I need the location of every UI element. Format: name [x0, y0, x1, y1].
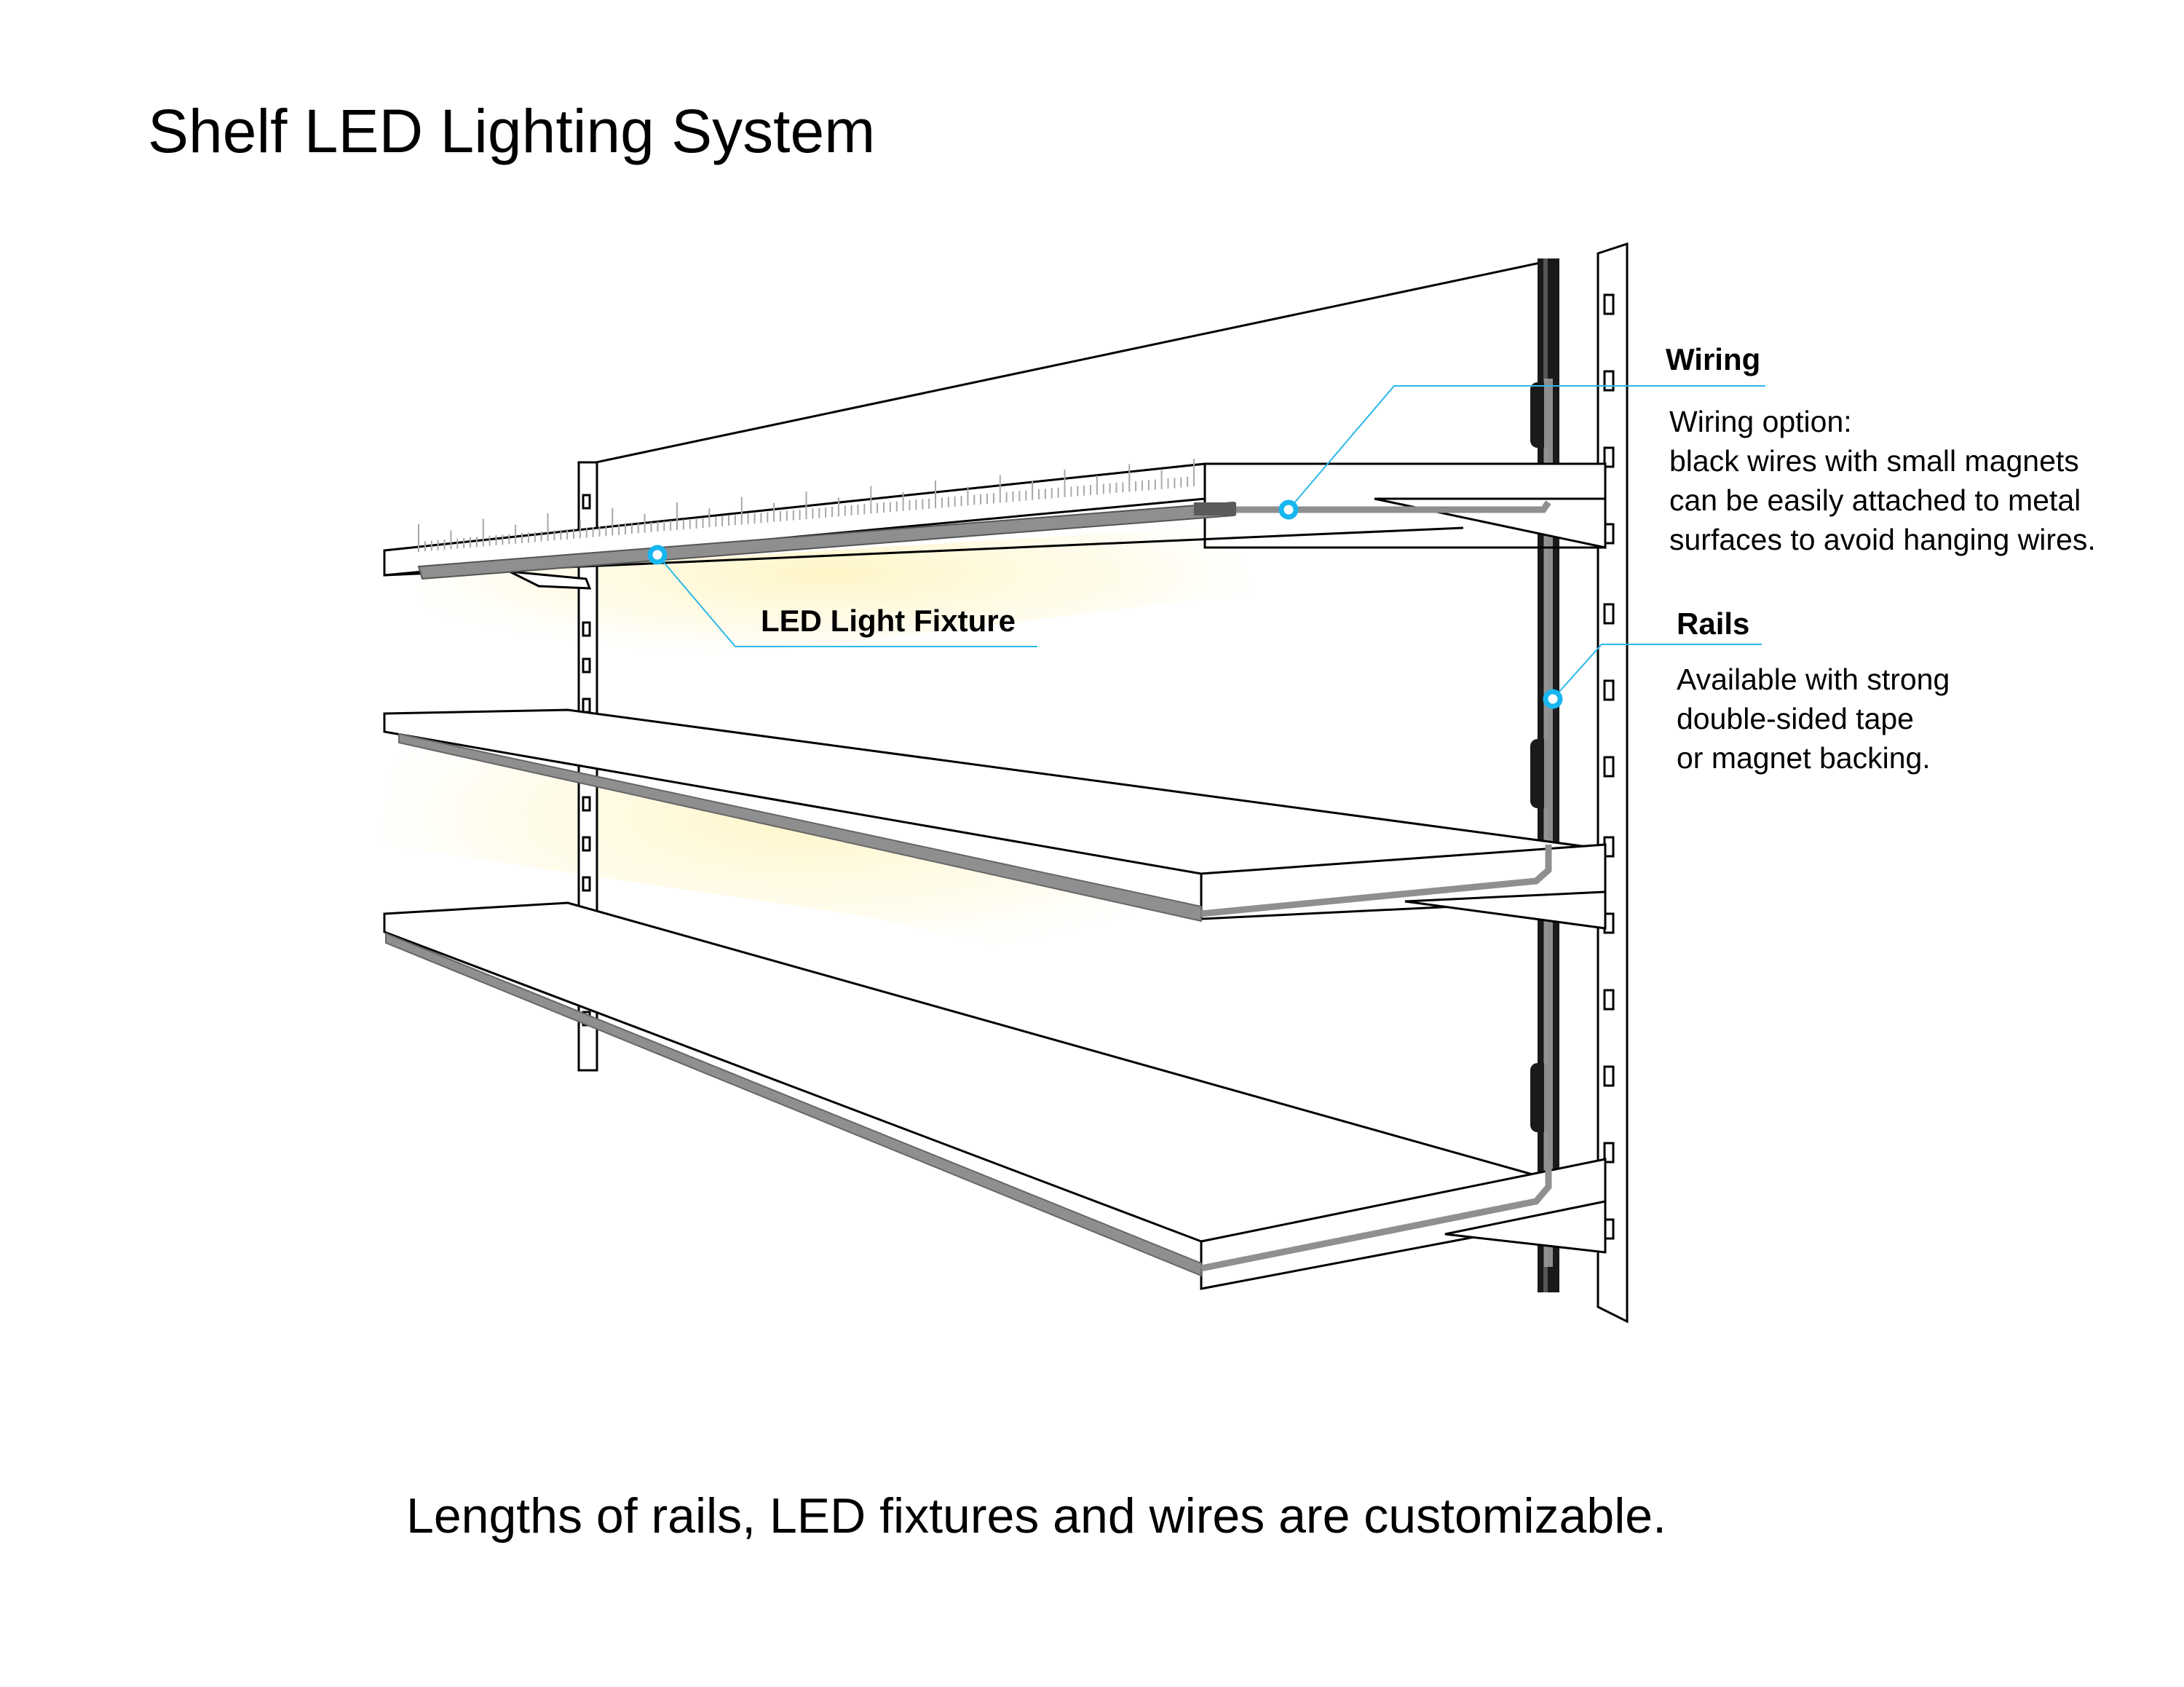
led-fixture-bottom — [385, 932, 1552, 1277]
led-fixture-label: LED Light Fixture — [761, 604, 1016, 638]
rails-label: Rails — [1677, 607, 1750, 641]
black-rail — [1530, 258, 1559, 1292]
callout-markers — [647, 499, 1563, 709]
led-fixture-top — [417, 500, 1551, 580]
footer-note: Lengths of rails, LED fixtures and wires… — [406, 1488, 1667, 1544]
page-title: Shelf LED Lighting System — [148, 97, 876, 165]
led-fixture-middle — [398, 732, 1552, 922]
wiring-marker — [1278, 499, 1299, 520]
rails-marker — [1543, 689, 1563, 709]
led-fixture-marker — [647, 545, 668, 565]
wiring-label: Wiring — [1666, 342, 1761, 376]
bottom-shelf — [383, 901, 1607, 1290]
callout-lines — [657, 385, 1765, 700]
rails-description: Available with strong double-sided tape … — [1677, 663, 1950, 775]
price-ruler — [418, 459, 1195, 552]
wiring-description: Wiring option: black wires with small ma… — [1669, 405, 2096, 556]
middle-shelf — [383, 708, 1607, 930]
